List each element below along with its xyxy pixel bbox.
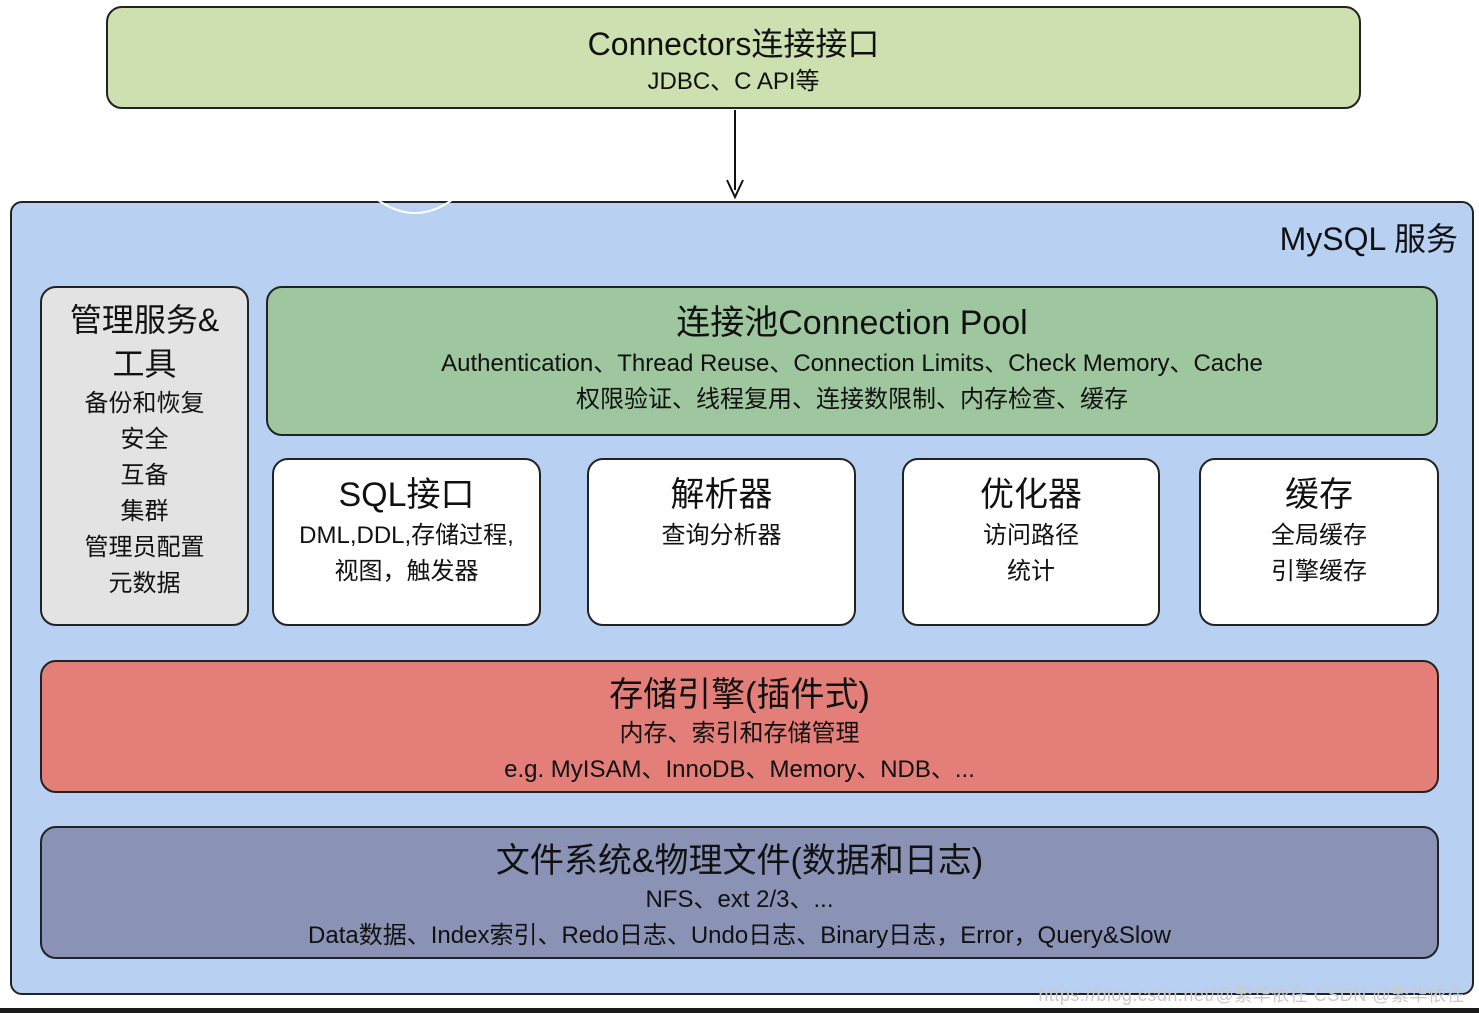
watermark: https://blog.csdn.net/@繁华依在 CSDN @繁华依在 bbox=[1038, 985, 1465, 1005]
management-tools-box: 管理服务& 工具 备份和恢复 安全 互备 集群 管理员配置 元数据 bbox=[40, 286, 249, 626]
sql-interface-title: SQL接口 bbox=[338, 476, 475, 514]
management-title-line2: 工具 bbox=[112, 346, 177, 382]
parser-title: 解析器 bbox=[670, 476, 773, 514]
connection-pool-line1: Authentication、Thread Reuse、Connection L… bbox=[441, 350, 1263, 377]
sql-interface-line2: 视图，触发器 bbox=[334, 558, 479, 585]
file-system-line1: NFS、ext 2/3、... bbox=[645, 886, 834, 913]
file-system-line2: Data数据、Index索引、Redo日志、Undo日志、Binary日志，Er… bbox=[308, 922, 1171, 949]
optimizer-line2: 统计 bbox=[1007, 558, 1055, 585]
parser-box: 解析器 查询分析器 bbox=[587, 458, 856, 626]
optimizer-title: 优化器 bbox=[980, 476, 1082, 514]
file-system-box: 文件系统&物理文件(数据和日志) NFS、ext 2/3、... Data数据、… bbox=[40, 826, 1439, 959]
management-title-line1: 管理服务& bbox=[69, 302, 220, 338]
sql-interface-line1: DML,DDL,存储过程, bbox=[299, 522, 514, 549]
cache-box: 缓存 全局缓存 引擎缓存 bbox=[1199, 458, 1439, 626]
optimizer-line1: 访问路径 bbox=[983, 522, 1079, 549]
connectors-subtitle: JDBC、C API等 bbox=[647, 68, 820, 95]
cache-line1: 全局缓存 bbox=[1271, 522, 1367, 549]
management-item: 管理员配置 bbox=[84, 534, 205, 561]
connection-pool-line2: 权限验证、线程复用、连接数限制、内存检查、缓存 bbox=[576, 386, 1128, 413]
bottom-border bbox=[0, 1008, 1479, 1013]
management-item: 安全 bbox=[120, 426, 169, 453]
file-system-title: 文件系统&物理文件(数据和日志) bbox=[495, 842, 984, 880]
sql-interface-box: SQL接口 DML,DDL,存储过程, 视图，触发器 bbox=[272, 458, 541, 626]
connection-pool-title: 连接池Connection Pool bbox=[676, 304, 1028, 342]
connection-pool-box: 连接池Connection Pool Authentication、Thread… bbox=[266, 286, 1438, 436]
storage-engine-line2: e.g. MyISAM、InnoDB、Memory、NDB、... bbox=[504, 756, 975, 783]
optimizer-box: 优化器 访问路径 统计 bbox=[902, 458, 1160, 626]
management-item: 互备 bbox=[120, 462, 169, 489]
service-label: MySQL 服务 bbox=[1279, 221, 1458, 257]
management-item: 集群 bbox=[120, 498, 169, 525]
decorative-arc bbox=[377, 199, 453, 214]
storage-engine-box: 存储引擎(插件式) 内存、索引和存储管理 e.g. MyISAM、InnoDB、… bbox=[40, 660, 1439, 793]
management-item: 元数据 bbox=[108, 570, 181, 597]
storage-engine-line1: 内存、索引和存储管理 bbox=[619, 720, 860, 747]
connectors-title: Connectors连接接口 bbox=[587, 26, 880, 62]
cache-title: 缓存 bbox=[1285, 476, 1353, 514]
cache-line2: 引擎缓存 bbox=[1271, 558, 1367, 585]
connectors-box: Connectors连接接口 JDBC、C API等 bbox=[106, 6, 1361, 109]
connector-arrow bbox=[726, 110, 744, 200]
storage-engine-title: 存储引擎(插件式) bbox=[609, 676, 870, 714]
parser-line1: 查询分析器 bbox=[661, 522, 782, 549]
management-item: 备份和恢复 bbox=[84, 390, 205, 417]
